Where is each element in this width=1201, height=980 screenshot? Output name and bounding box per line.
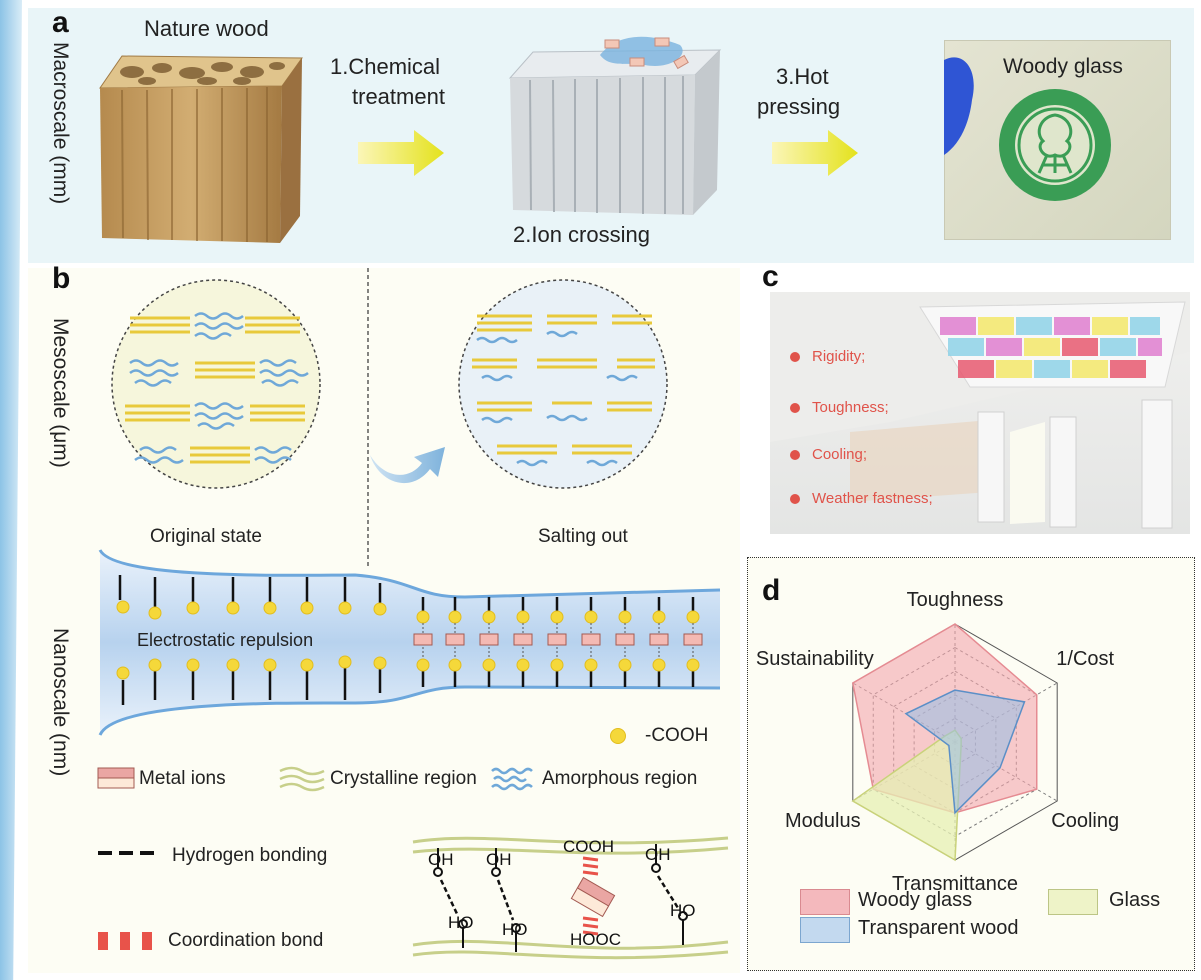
bonding-illustration: OH OH OH HO HO HO COOH HOOC — [412, 836, 729, 960]
panel-a-letter: a — [52, 6, 69, 39]
oh-label-1: OH — [428, 850, 454, 869]
metal-ion-legend-icon — [97, 767, 135, 789]
property-toughness: Toughness; — [812, 399, 889, 416]
cooh-legend-label: -COOH — [645, 725, 709, 746]
radar-axis-label-cooling: Cooling — [1051, 810, 1119, 832]
metal-ions-label: Metal ions — [139, 768, 226, 789]
radar-axis-label-transmittance: Transmittance — [892, 873, 1018, 895]
step1-line1: 1.Chemical — [330, 54, 441, 79]
crystalline-legend-icon — [279, 766, 325, 792]
amorphous-region-label: Amorphous region — [542, 768, 698, 789]
bullet-dot — [790, 494, 800, 504]
property-cooling: Cooling; — [812, 446, 868, 463]
salting-out-circle — [458, 279, 668, 489]
coordination-bond-legend-icon — [98, 932, 152, 950]
hydrogen-bond-legend-icon — [98, 851, 160, 855]
step2-label: 2.Ion crossing — [513, 222, 650, 247]
radar-axis-label-toughness: Toughness — [907, 589, 1004, 611]
panel-d-letter: d — [762, 574, 781, 607]
radar-axis-label-1-cost: 1/Cost — [1056, 648, 1114, 670]
left-accent-bar — [0, 0, 22, 980]
nanoscale-label: Nanoscale (nm) — [49, 628, 72, 777]
step1-line2: treatment — [352, 84, 445, 109]
macroscale-label: Macroscale (mm) — [49, 42, 72, 205]
coordination-bond-label: Coordination bond — [168, 930, 324, 951]
property-rigidity: Rigidity; — [812, 348, 866, 365]
ho-label-2: HO — [502, 920, 528, 939]
legend-label-woody-glass: Woody glass — [858, 889, 973, 911]
mesoscale-label: Mesoscale (μm) — [49, 318, 72, 468]
woody-glass-label: Woody glass — [1003, 55, 1123, 78]
step3-line2: pressing — [757, 94, 841, 119]
ho-label-3: HO — [670, 901, 696, 920]
radar-axis-label-sustainability: Sustainability — [756, 648, 874, 670]
bullet-dot — [790, 352, 800, 362]
glove-icon — [944, 57, 974, 155]
electrostatic-repulsion-label: Electrostatic repulsion — [137, 630, 314, 650]
legend-swatch-woody-glass — [800, 889, 850, 915]
crystalline-region-label: Crystalline region — [330, 768, 477, 789]
radar-axis-label-modulus: Modulus — [785, 810, 861, 832]
arrow-right-icon — [358, 130, 444, 176]
ho-label-1: HO — [448, 913, 474, 932]
bullet-dot — [790, 450, 800, 460]
dashed-divider — [367, 268, 369, 568]
hydrogen-bonding-label: Hydrogen bonding — [172, 845, 328, 866]
step3-line1: 3.Hot — [776, 64, 829, 89]
salting-out-arrow-icon — [370, 447, 445, 484]
panel-c-letter: c — [762, 260, 779, 293]
legend-label-transparent-wood: Transparent wood — [858, 917, 1019, 939]
panel-b-letter: b — [52, 262, 71, 295]
bullet-dot — [790, 403, 800, 413]
amorphous-legend-icon — [491, 767, 533, 791]
hooc-bond-label: HOOC — [570, 930, 621, 949]
arrow-right-icon — [772, 130, 858, 176]
radar-series-transparent-wood — [904, 689, 1026, 815]
cooh-bond-label: COOH — [563, 837, 614, 856]
legend-swatch-transparent-wood — [800, 917, 850, 943]
nanoscale-channel — [98, 549, 721, 736]
wood-block-image — [99, 55, 303, 243]
legend-swatch-glass — [1048, 889, 1098, 915]
property-weather-fastness: Weather fastness; — [812, 490, 933, 507]
nature-wood-label: Nature wood — [144, 16, 269, 41]
salting-out-label: Salting out — [538, 526, 628, 547]
oh-label-3: OH — [645, 845, 671, 864]
forestry-logo-icon — [999, 89, 1111, 201]
oh-label-2: OH — [486, 850, 512, 869]
legend-label-glass: Glass — [1109, 889, 1161, 911]
cooh-legend-dot — [610, 728, 626, 744]
room-scene-image — [770, 292, 1190, 529]
original-state-label: Original state — [150, 526, 262, 547]
original-state-circle — [111, 279, 321, 489]
treated-wood-image — [508, 36, 722, 215]
